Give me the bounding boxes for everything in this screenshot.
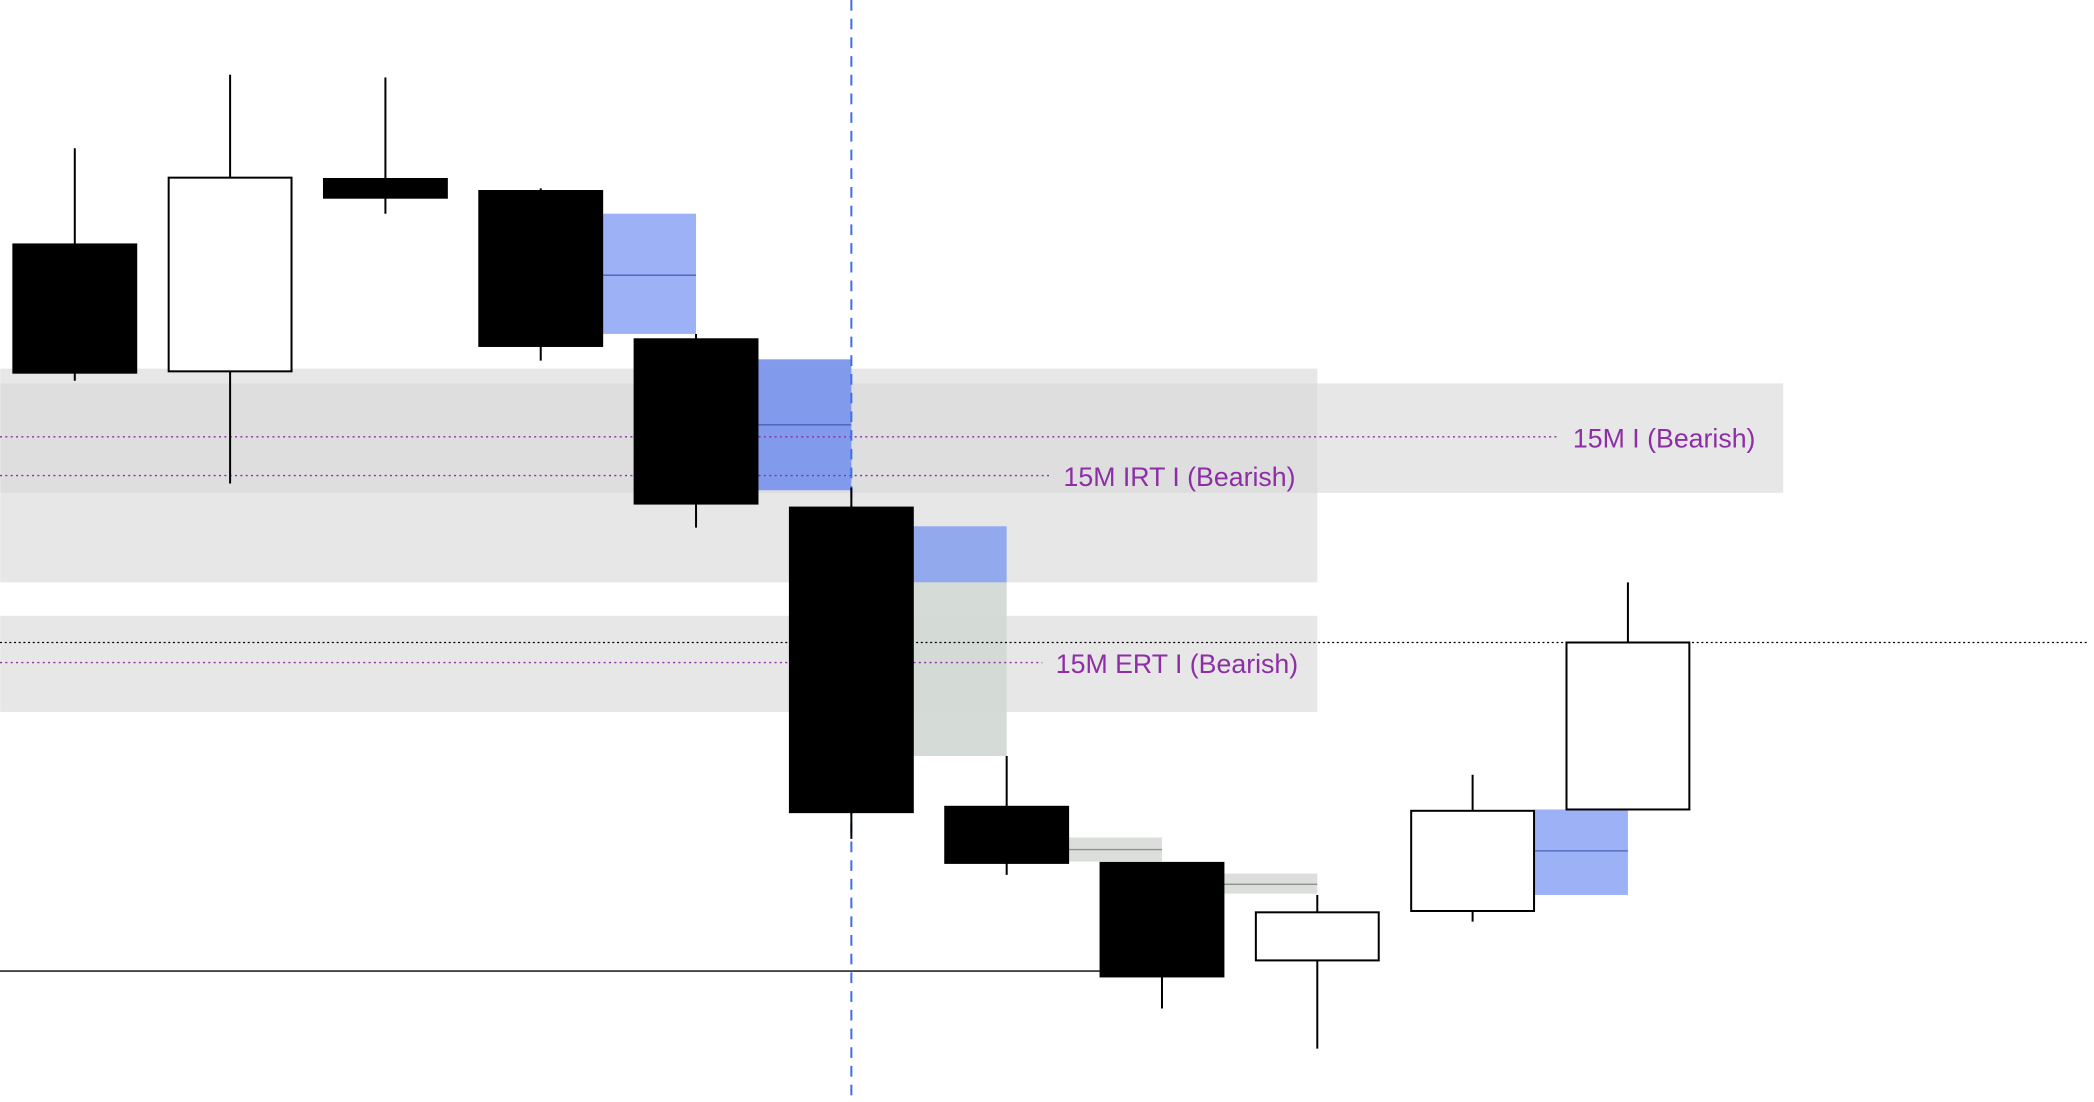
bearish-candle-body bbox=[12, 243, 138, 374]
bearish-candle-body bbox=[322, 177, 448, 199]
candles-layer bbox=[12, 74, 1691, 1049]
bullish-candle-body bbox=[1410, 809, 1536, 912]
zone-box bbox=[0, 615, 1318, 712]
zone-box bbox=[0, 383, 1784, 493]
bearish-candle-body bbox=[944, 805, 1070, 864]
bearish-candle-body bbox=[788, 506, 914, 814]
bullish-candle-body bbox=[1254, 911, 1380, 962]
gap-box bbox=[602, 213, 697, 334]
labels-layer: 15M I (Bearish) 15M IRT I (Bearish) 15M … bbox=[1056, 423, 1756, 679]
bearish-candle-body bbox=[633, 338, 759, 505]
bearish-candle-body bbox=[478, 190, 604, 347]
bearish-candle-body bbox=[1099, 861, 1225, 978]
bullish-candle-body bbox=[167, 176, 293, 373]
gap-box bbox=[913, 526, 1007, 583]
level-label-15m-i: 15M I (Bearish) bbox=[1573, 423, 1756, 453]
bullish-candle-body bbox=[1565, 641, 1691, 811]
level-label-15m-ert: 15M ERT I (Bearish) bbox=[1056, 649, 1298, 679]
levels-layer bbox=[0, 436, 2090, 972]
gaps-layer bbox=[602, 213, 1628, 895]
gap-box bbox=[1534, 809, 1628, 895]
level-label-15m-irt: 15M IRT I (Bearish) bbox=[1064, 462, 1296, 492]
gap-box bbox=[913, 582, 1007, 757]
